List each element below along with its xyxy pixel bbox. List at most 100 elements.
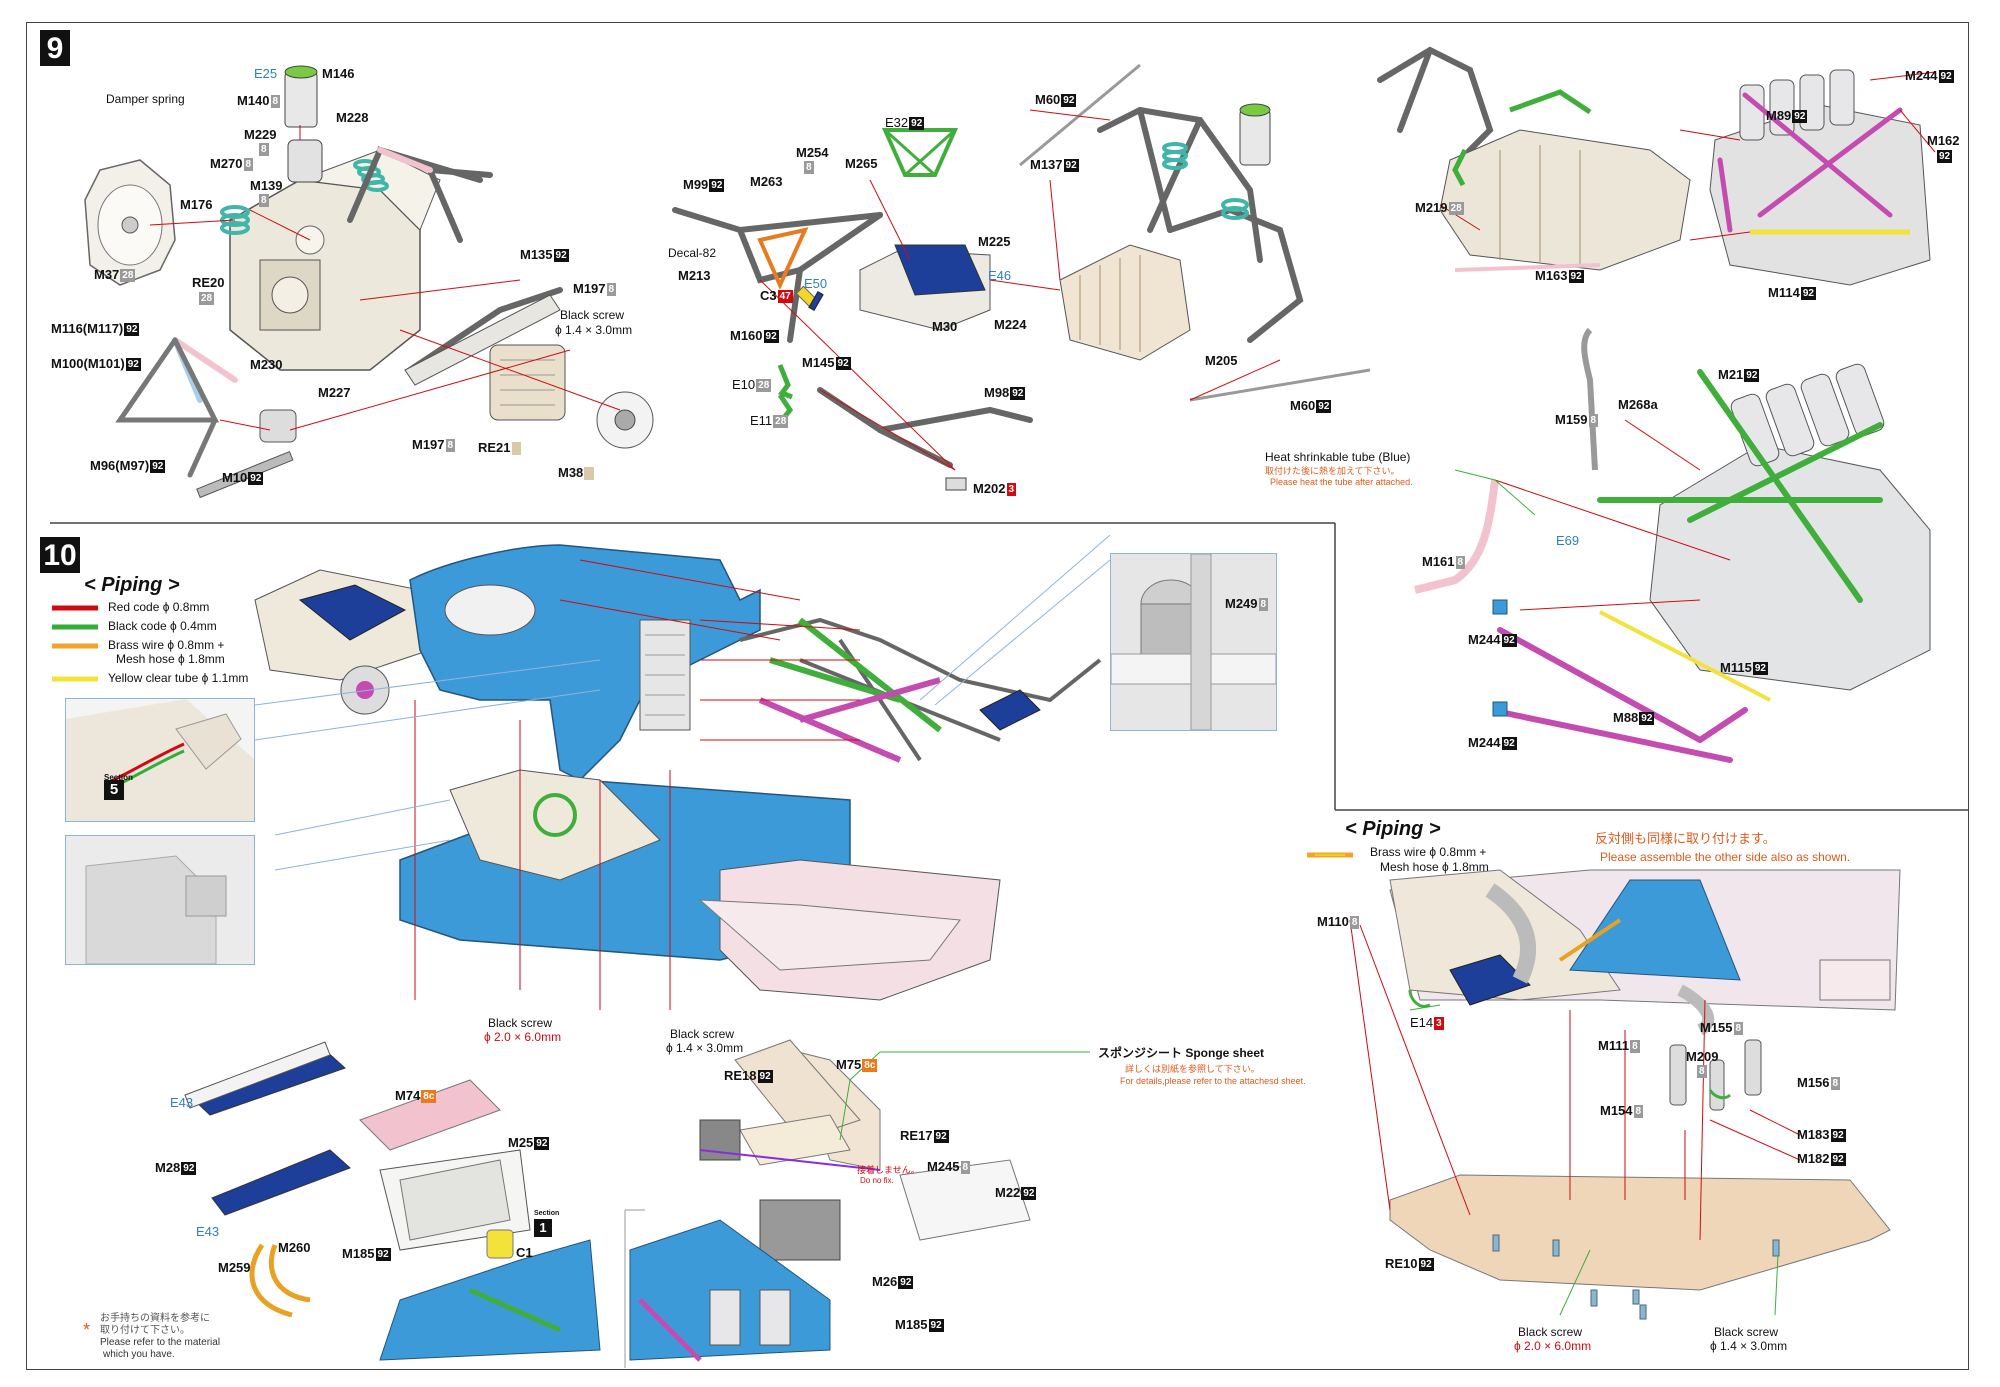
label-m176: M176 (180, 197, 213, 212)
label-m38: M38 (558, 465, 594, 480)
label-e50: E50 (804, 276, 828, 291)
label-m146: M146 (322, 66, 355, 81)
gearbox-assembly (84, 65, 654, 499)
section5-caption: Section (104, 773, 133, 782)
legend-text: Red code ϕ 0.8mm (108, 600, 210, 614)
label-m228: M228 (336, 110, 369, 125)
legend-text: Black code ϕ 0.4mm (108, 619, 217, 633)
inset-m249 (1110, 553, 1277, 731)
label-other-side-en: Please assemble the other side also as s… (1600, 850, 1851, 864)
label-no-fix-jp: 接着しません。 (857, 1165, 920, 1175)
label-other-side-jp: 反対側も同様に取り付けます。 (1595, 831, 1776, 846)
inset-detail-grey (65, 835, 255, 965)
note-en-1: Please refer to the material (100, 1337, 221, 1348)
brass-wire-swatch (1307, 852, 1353, 858)
legend-row: Yellow clear tube ϕ 1.1mm (50, 671, 248, 685)
label-m225: M225 (978, 234, 1011, 249)
legend-swatch (52, 605, 98, 611)
legend-swatch (52, 676, 98, 682)
section5-number: 5 (104, 780, 124, 800)
label-e69: E69 (1556, 533, 1580, 548)
label-black-screw-b: Black screw (670, 1027, 735, 1041)
label-right-black-screw-a-size: ϕ 2.0 × 6.0mm (1514, 1339, 1592, 1353)
section1-number: 1 (534, 1219, 552, 1237)
label-m224: M224 (994, 317, 1027, 332)
note-jp-2: 取り付けて下さい。 (100, 1325, 190, 1336)
legend-swatch (52, 624, 98, 630)
label-sponge-en: For details,please refer to the attaches… (1120, 1076, 1306, 1086)
label-e46: E46 (988, 268, 1012, 283)
legend-swatch (52, 643, 98, 649)
label-m229: M229 (244, 127, 277, 142)
label-black-screw-9: Black screw (560, 308, 625, 322)
label-m30: M30 (932, 319, 958, 334)
label-m259: M259 (218, 1260, 251, 1275)
legend-row: Red code ϕ 0.8mm (50, 600, 209, 614)
label-sponge-sheet: スポンジシート Sponge sheet (1098, 1046, 1265, 1060)
label-e43b: E43 (196, 1224, 220, 1239)
legend-row: Black code ϕ 0.4mm (50, 619, 217, 633)
inset-section5 (65, 698, 255, 822)
label-heat-shrink-jp: 取付けた後に熱を加えて下さい。 (1265, 466, 1400, 476)
engine-assembly-lower (1414, 327, 1931, 763)
label-m227: M227 (318, 385, 351, 400)
step-9-number: 9 (40, 30, 70, 66)
label-m268a: M268a (1618, 397, 1658, 412)
label-decal-82: Decal-82 (668, 246, 717, 260)
legend-row: Brass wire ϕ 0.8mm +Mesh hose ϕ 1.8mm (50, 638, 225, 666)
label-black-screw-a-size: ϕ 2.0 × 6.0mm (484, 1030, 562, 1044)
label-re20: RE20 (192, 275, 225, 290)
label-m230: M230 (250, 357, 283, 372)
label-m254: M254 (796, 145, 829, 160)
label-sponge-jp: 詳しくは別紙を参照して下さい。 (1125, 1064, 1260, 1074)
label-m263: M263 (750, 174, 783, 189)
asterisk-icon: * (83, 1320, 91, 1340)
label-damper-spring: Damper spring (106, 92, 185, 106)
floor-assembly (1349, 869, 1901, 1320)
label-right-black-screw-b-size: ϕ 1.4 × 3.0mm (1710, 1339, 1788, 1353)
label-m100: M100(M101)92 (51, 356, 141, 371)
piping-title-step10: < Piping > (84, 574, 180, 596)
label-m260: M260 (278, 1240, 311, 1255)
label-no-fix-en: Do no fix. (860, 1176, 894, 1185)
label-right-black-screw-a: Black screw (1518, 1325, 1583, 1339)
label-right-legend-1: Brass wire ϕ 0.8mm + (1370, 845, 1487, 859)
label-m265: M265 (845, 156, 878, 171)
label-black-screw-a: Black screw (488, 1016, 553, 1030)
note-jp-1: お手持ちの資料を参考に (100, 1313, 210, 1324)
